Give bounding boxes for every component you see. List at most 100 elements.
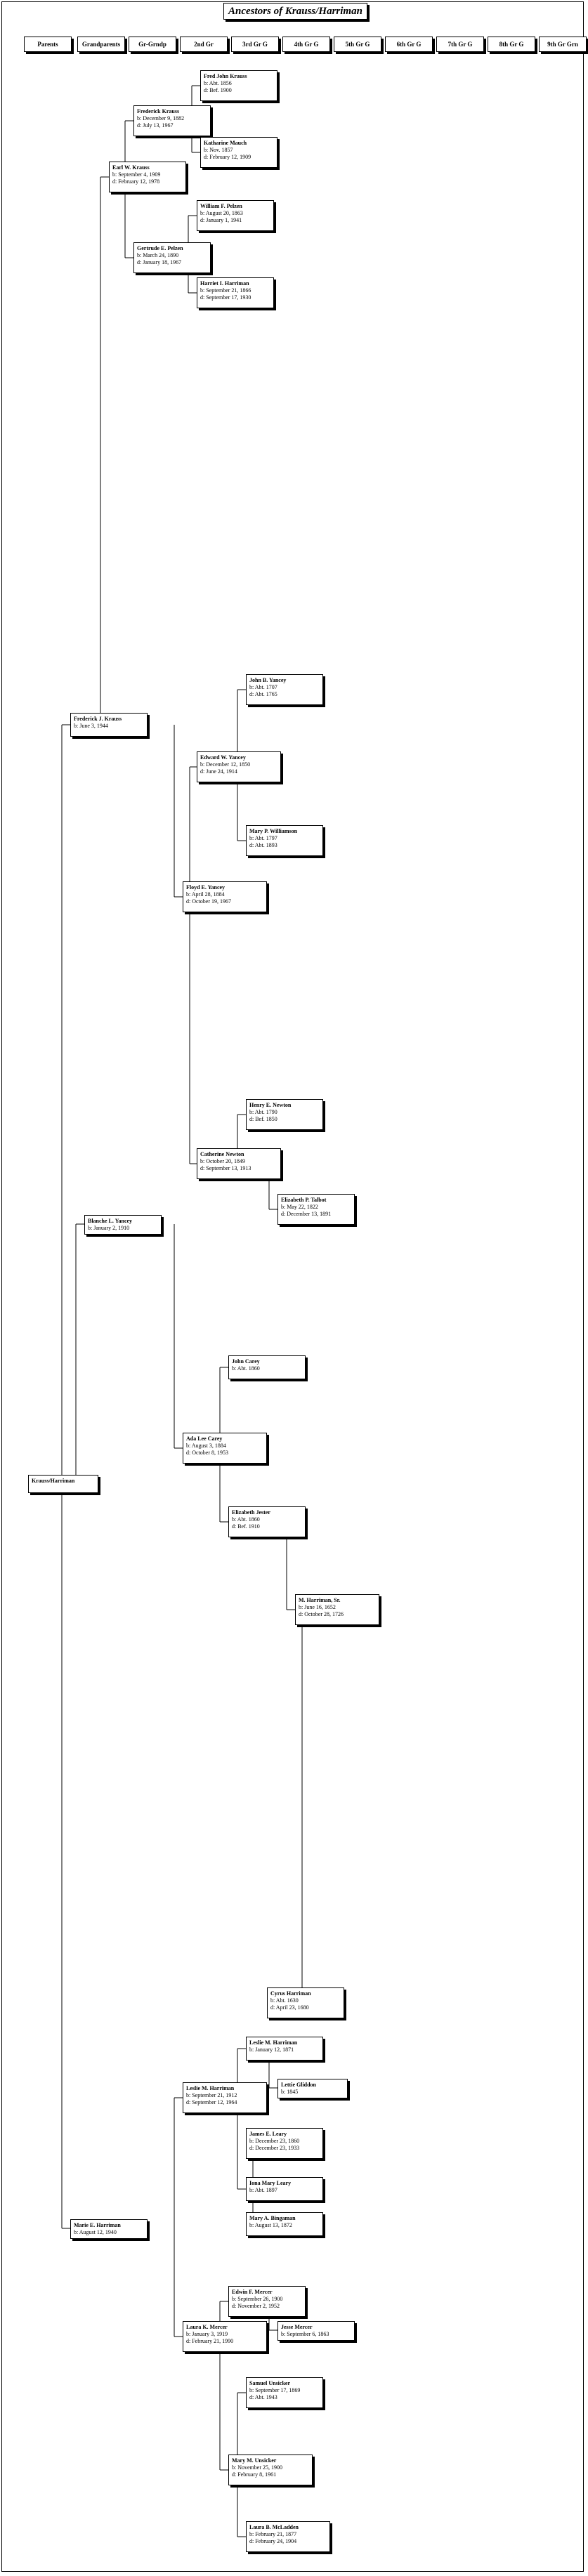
person-name: Laura K. Mercer <box>186 2324 228 2330</box>
person-box[interactable]: Krauss/Harriman <box>28 1475 98 1493</box>
generation-header-4th-great[interactable]: 4th Gr G <box>282 37 330 52</box>
person-name: Catherine Newton <box>200 1151 244 1157</box>
person-name: Mary P. Williamson <box>249 828 298 834</box>
person-detail: b: Abt. 1797 <box>249 835 277 841</box>
generation-header-2nd-great[interactable]: 2nd Gr <box>180 37 228 52</box>
person-name: Gertrude E. Pelzen <box>137 245 183 251</box>
person-detail: d: February 21, 1990 <box>186 2338 234 2344</box>
person-name: Jesse Mercer <box>281 2324 313 2330</box>
person-detail: b: Abt. 1630 <box>270 1997 299 2004</box>
generation-header-7th-great[interactable]: 7th Gr G <box>436 37 484 52</box>
person-detail: d: June 24, 1914 <box>200 768 237 775</box>
person-detail: b: September 17, 1869 <box>249 2387 301 2393</box>
person-detail: d: September 12, 1964 <box>186 2099 237 2105</box>
person-name: Krauss/Harriman <box>32 1478 75 1484</box>
person-name: John B. Yancey <box>249 677 287 683</box>
person-detail: d: Abt. 1943 <box>249 2394 277 2400</box>
person-detail: d: February 12, 1978 <box>112 178 160 185</box>
generation-header-9th-great[interactable]: 9th Gr Grn <box>539 37 587 52</box>
person-name: Elizabeth P. Talbot <box>281 1197 327 1203</box>
person-name: Mary A. Bingaman <box>249 2215 296 2221</box>
generation-header-great-grandparents[interactable]: Gr-Grndp <box>129 37 176 52</box>
person-detail: b: March 24, 1890 <box>137 252 179 258</box>
person-detail: b: February 21, 1877 <box>249 2531 297 2537</box>
person-name: Frederick Krauss <box>137 108 180 114</box>
generation-header-grandparents[interactable]: Grandparents <box>77 37 125 52</box>
person-name: James E. Leary <box>249 2131 287 2137</box>
person-name: Ada Lee Carey <box>186 1435 223 1442</box>
person-detail: b: Abt. 1707 <box>249 684 277 690</box>
person-detail: d: October 28, 1726 <box>299 1611 344 1617</box>
person-detail: b: April 28, 1884 <box>186 891 225 898</box>
person-name: Samuel Unsicker <box>249 2380 290 2386</box>
person-detail: b: December 9, 1882 <box>137 115 185 121</box>
generation-header-6th-great[interactable]: 6th Gr G <box>385 37 433 52</box>
person-detail: b: September 21, 1912 <box>186 2092 237 2098</box>
person-detail: b: December 23, 1860 <box>249 2138 300 2144</box>
person-detail: d: December 23, 1933 <box>249 2145 300 2151</box>
person-detail: b: January 2, 1910 <box>88 1225 130 1231</box>
person-detail: d: July 13, 1967 <box>137 122 174 129</box>
person-name: Edwin F. Mercer <box>232 2289 273 2295</box>
person-name: Mary M. Unsicker <box>232 2457 277 2464</box>
person-detail: b: 1845 <box>281 2089 299 2095</box>
person-detail: d: December 13, 1891 <box>281 1211 332 1217</box>
person-detail: b: August 20, 1863 <box>200 210 243 216</box>
person-detail: d: February 8, 1961 <box>232 2471 277 2478</box>
person-name: Leslie M. Harriman <box>186 2085 235 2091</box>
person-detail: b: November 25, 1900 <box>232 2464 282 2471</box>
generation-header-5th-great[interactable]: 5th Gr G <box>334 37 381 52</box>
person-detail: d: Bef. 1850 <box>249 1116 277 1122</box>
person-detail: d: September 17, 1930 <box>200 294 251 301</box>
person-name: Earl W. Krauss <box>112 164 150 171</box>
person-detail: b: June 16, 1652 <box>299 1604 336 1610</box>
person-detail: d: January 18, 1967 <box>137 259 182 265</box>
person-name: Iona Mary Leary <box>249 2180 292 2186</box>
person-detail: d: Abt. 1893 <box>249 842 277 848</box>
person-detail: d: October 19, 1967 <box>186 898 231 905</box>
generation-header-parents[interactable]: Parents <box>24 37 72 52</box>
generation-header-3rd-great[interactable]: 3rd Gr G <box>231 37 279 52</box>
person-detail: d: November 2, 1952 <box>232 2303 280 2309</box>
person-detail: b: August 3, 1884 <box>186 1443 226 1449</box>
person-detail: d: February 12, 1909 <box>204 154 251 160</box>
person-detail: b: September 26, 1900 <box>232 2296 283 2302</box>
person-detail: d: Abt. 1765 <box>249 691 277 697</box>
generation-header-8th-great[interactable]: 8th Gr G <box>488 37 535 52</box>
